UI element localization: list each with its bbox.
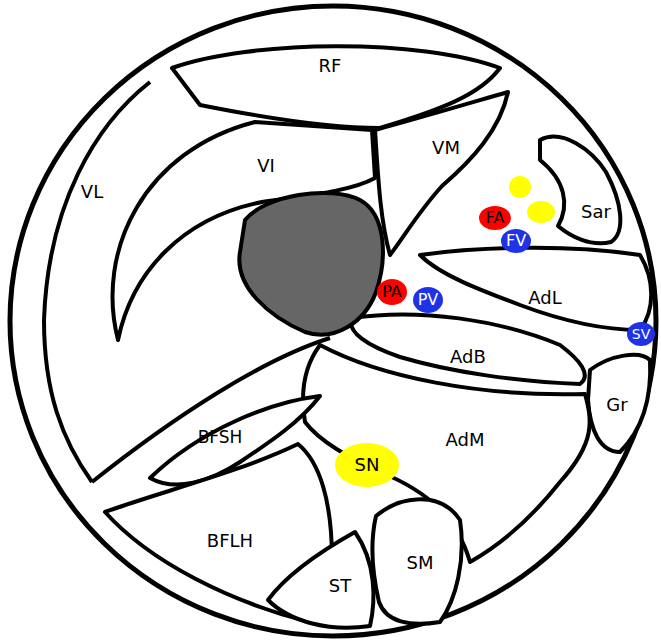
vessel-dot: SN [335, 443, 399, 487]
muscle-label: VL [81, 183, 103, 201]
muscle-region: VM [429, 137, 463, 159]
muscle-region: BFLH [204, 530, 256, 552]
vessel-dot: FA [479, 206, 511, 230]
vessel-label: PA [382, 284, 402, 300]
muscle-label: Gr [606, 396, 627, 414]
muscle-region: SM [404, 552, 437, 574]
vessel-dot: SV [627, 322, 655, 346]
muscle-label: AdM [446, 431, 485, 449]
vessel-label: SV [632, 327, 650, 341]
muscle-region: AdB [447, 346, 489, 368]
muscle-region: AdM [443, 429, 488, 451]
muscle-label: AdL [528, 289, 561, 307]
vessel-label: SN [355, 456, 380, 474]
vessel-label: PV [418, 292, 439, 308]
vessel-dot: FV [501, 229, 531, 253]
muscle-label: RF [319, 57, 342, 75]
vessel-dot: PV [413, 287, 443, 313]
muscle-label: Sar [581, 203, 611, 221]
muscle-label: SM [407, 554, 434, 572]
muscle-label: ST [329, 577, 351, 595]
muscle-region: RF [316, 55, 345, 77]
muscle-region: Gr [603, 394, 630, 416]
muscle-region: ST [326, 575, 354, 597]
muscle-label: BFSH [198, 429, 243, 446]
muscle-label: VM [432, 139, 460, 157]
muscle-region: VI [254, 155, 278, 177]
vessel-label: FA [486, 210, 505, 226]
vessel-label: FV [506, 233, 526, 249]
muscle-region: BFSH [195, 427, 246, 448]
muscle-label: AdB [450, 348, 486, 366]
muscle-region: AdL [525, 287, 564, 309]
muscle-label: VI [257, 157, 275, 175]
muscle-label: BFLH [207, 532, 253, 550]
vessel-dot: PA [377, 279, 407, 305]
muscle-region: Sar [578, 201, 614, 223]
muscle-region: VL [78, 181, 106, 203]
